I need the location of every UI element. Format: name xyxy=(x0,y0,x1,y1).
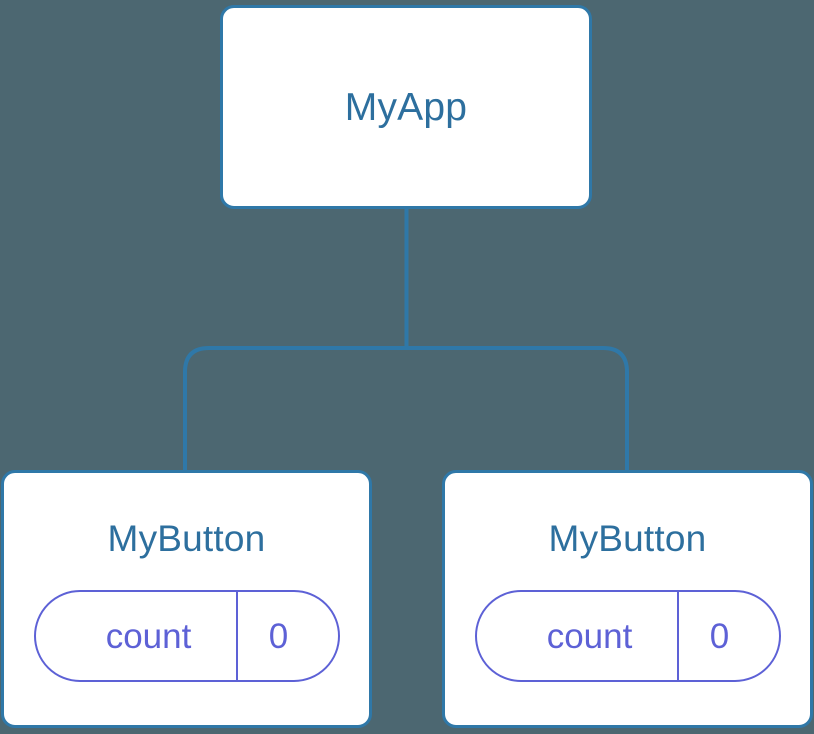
node-label-mybutton: MyButton xyxy=(107,518,266,559)
node-label-mybutton: MyButton xyxy=(548,518,707,559)
state-pill-value: 0 xyxy=(709,616,730,656)
state-pill-key: count xyxy=(546,616,633,656)
node-label-myapp: MyApp xyxy=(344,85,468,129)
state-pill-value: 0 xyxy=(268,616,289,656)
tree-node-child-1[interactable]: MyButton count 0 xyxy=(442,470,813,728)
state-pill-divider xyxy=(676,592,679,680)
tree-node-child-0[interactable]: MyButton count 0 xyxy=(1,470,372,728)
state-pill-divider xyxy=(235,592,238,680)
state-pill-key: count xyxy=(105,616,192,656)
edge-root-to-child-right xyxy=(406,346,629,472)
state-pill-count[interactable]: count 0 xyxy=(474,590,781,682)
tree-node-root[interactable]: MyApp xyxy=(220,5,592,209)
state-pill-count[interactable]: count 0 xyxy=(33,590,340,682)
edge-root-to-child-left xyxy=(183,346,407,472)
